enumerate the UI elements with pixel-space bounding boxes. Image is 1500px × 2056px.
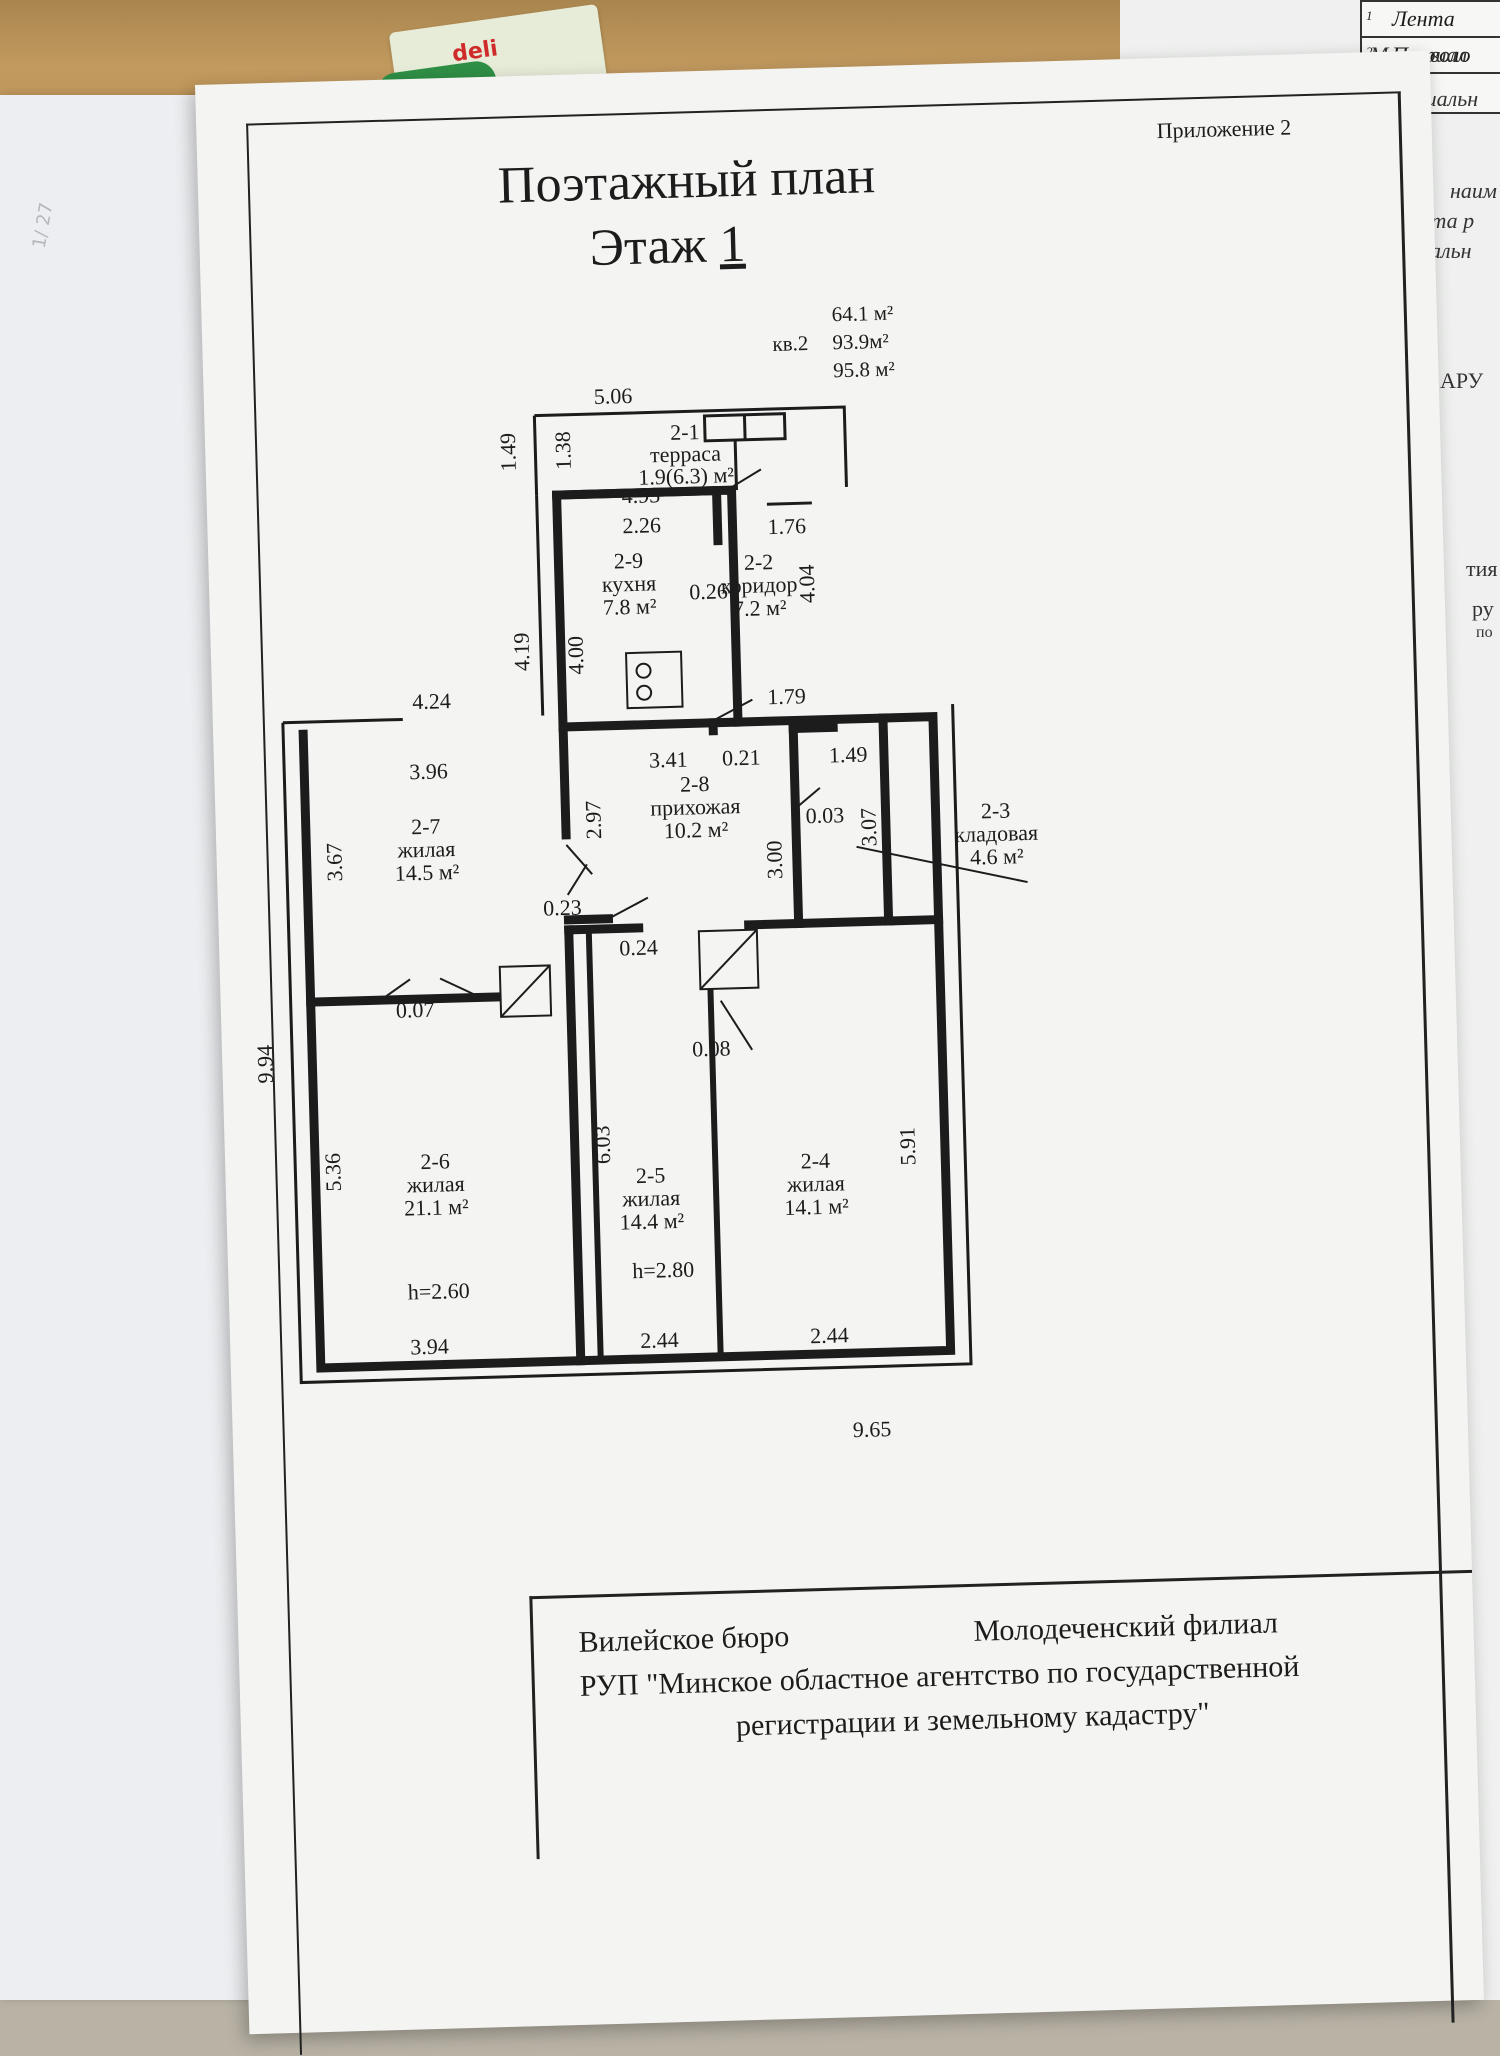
- dimension-label: 1.49: [495, 433, 521, 472]
- room-area: 14.5 м²: [394, 859, 460, 886]
- room-area: 7.2 м²: [733, 595, 788, 621]
- dimension-label: 3.41: [649, 747, 688, 773]
- total-area-1: 64.1 м²: [831, 300, 894, 327]
- plan-door-swings: [380, 468, 1028, 1051]
- left-paper-faint-text: 1∕ 27: [28, 200, 58, 251]
- dimension-label: 3.00: [761, 840, 787, 879]
- dimension-label: 2.97: [580, 800, 606, 839]
- dimension-label: 3.96: [409, 758, 448, 784]
- floor-number: 1: [718, 215, 747, 274]
- room-name: жилая: [396, 836, 456, 863]
- room-area: 7.8 м²: [603, 593, 658, 619]
- dimension-label: 2.44: [640, 1327, 679, 1353]
- dimension-label: 2.44: [810, 1322, 849, 1348]
- floor-plan-sheet: Приложение 2 Поэтажный план Этаж 1 64.1 …: [195, 50, 1484, 2055]
- dimension-label: 0.23: [543, 895, 582, 921]
- plan-dimensions: 5.06 1.49 1.38 4.93 2.26 1.76 4.04 0.26 …: [252, 383, 921, 1442]
- room-id: 2-3: [981, 798, 1011, 824]
- dimension-label: 0.08: [692, 1035, 731, 1061]
- dimension-label: 2.26: [622, 512, 661, 538]
- room-area: 10.2 м²: [663, 816, 729, 843]
- room-id: 2-4: [800, 1148, 830, 1174]
- right-table-row: 1 Лента: [1362, 2, 1500, 38]
- room-name: коридор: [721, 571, 798, 598]
- right-fragment: альн: [1430, 238, 1472, 263]
- right-fragment: по: [1476, 624, 1493, 641]
- room-id: 2-8: [680, 771, 710, 797]
- plan-fixtures: [498, 650, 760, 1018]
- room-name: терраса: [650, 440, 722, 467]
- plan-outer-lines: [281, 405, 973, 1385]
- room-area: 14.1 м²: [784, 1193, 850, 1220]
- floor-title-prefix: Этаж: [588, 216, 708, 278]
- dimension-label: 3.94: [410, 1333, 449, 1359]
- room-height: h=2.60: [407, 1278, 470, 1305]
- right-fragment: наим: [1450, 178, 1497, 203]
- room-name: жилая: [406, 1171, 466, 1198]
- room-area: 4.6 м²: [970, 843, 1025, 869]
- dimension-label: 4.00: [563, 636, 589, 675]
- room-area: 14.4 м²: [619, 1208, 685, 1235]
- bureau-name: Вилейское бюро: [578, 1620, 790, 1659]
- dimension-label: 9.94: [252, 1045, 278, 1084]
- dimension-label: 6.03: [589, 1125, 615, 1164]
- plan-room-labels: 2-1 терраса 1.9(6.3) м² 2-9 кухня 7.8 м²…: [394, 419, 1038, 1305]
- dimension-label: 5.36: [320, 1153, 346, 1192]
- room-id: 2-2: [744, 549, 774, 575]
- room-name: прихожая: [650, 793, 741, 821]
- dimension-label: 0.03: [805, 802, 844, 828]
- floor-plan: 2-1 терраса 1.9(6.3) м² 2-9 кухня 7.8 м²…: [252, 383, 1039, 1442]
- agency-name-line2: регистрации и земельному кадастру": [735, 1696, 1211, 1743]
- dimension-label: 1.79: [767, 683, 806, 709]
- agency-name-line1: РУП "Минское областное агентство по госу…: [579, 1649, 1300, 1703]
- dimension-label: 4.24: [412, 688, 451, 714]
- dimension-label: 9.65: [852, 1416, 891, 1442]
- plan-walls: [298, 485, 956, 1373]
- package-brand: deli: [450, 36, 500, 68]
- dimension-label: 1.38: [550, 431, 576, 470]
- dimension-label: 3.67: [321, 843, 347, 882]
- dimension-label: 3.07: [855, 808, 881, 847]
- right-fragment: ру: [1472, 596, 1494, 621]
- room-name: жилая: [621, 1185, 681, 1212]
- room-area: 21.1 м²: [404, 1194, 470, 1221]
- room-id: 2-5: [636, 1162, 666, 1188]
- right-fragment: АРУ: [1440, 368, 1484, 393]
- page-title: Поэтажный план: [497, 147, 876, 215]
- right-fragment: тия: [1466, 556, 1498, 581]
- appendix-label: Приложение 2: [1156, 114, 1292, 144]
- stove-burner-icon: [635, 662, 652, 679]
- room-area: 1.9(6.3) м²: [638, 462, 735, 490]
- total-area-2: 93.9м²: [832, 328, 890, 355]
- apartment-label: кв.2: [772, 330, 809, 356]
- title-block: Вилейское бюро Молодеченский филиал РУП …: [529, 1569, 1480, 1860]
- stove-icon: [625, 650, 684, 710]
- room-name: кухня: [602, 570, 657, 597]
- dimension-label: 5.06: [594, 383, 633, 409]
- dimension-label: 5.91: [894, 1127, 920, 1166]
- dimension-label: 4.04: [794, 564, 820, 603]
- dimension-label: 0.24: [619, 934, 658, 960]
- dimension-label: 4.93: [621, 482, 660, 508]
- room-id: 2-1: [670, 419, 700, 445]
- dimension-label: 0.26: [689, 578, 728, 604]
- dimension-label: 0.21: [722, 744, 761, 770]
- dimension-label: 1.76: [767, 513, 806, 539]
- room-id: 2-6: [420, 1148, 450, 1174]
- room-id: 2-7: [411, 813, 441, 839]
- room-id: 2-9: [613, 548, 643, 574]
- branch-name: Молодеченский филиал: [973, 1606, 1279, 1648]
- dimension-label: 1.49: [829, 741, 868, 767]
- dimension-label: 4.19: [508, 632, 534, 671]
- room-name: жилая: [786, 1170, 846, 1197]
- stove-burner-icon: [636, 684, 653, 701]
- room-height: h=2.80: [632, 1257, 695, 1284]
- room-name: кладовая: [954, 820, 1038, 847]
- floor-title: Этаж 1: [589, 215, 746, 278]
- dimension-label: 0.07: [396, 997, 435, 1023]
